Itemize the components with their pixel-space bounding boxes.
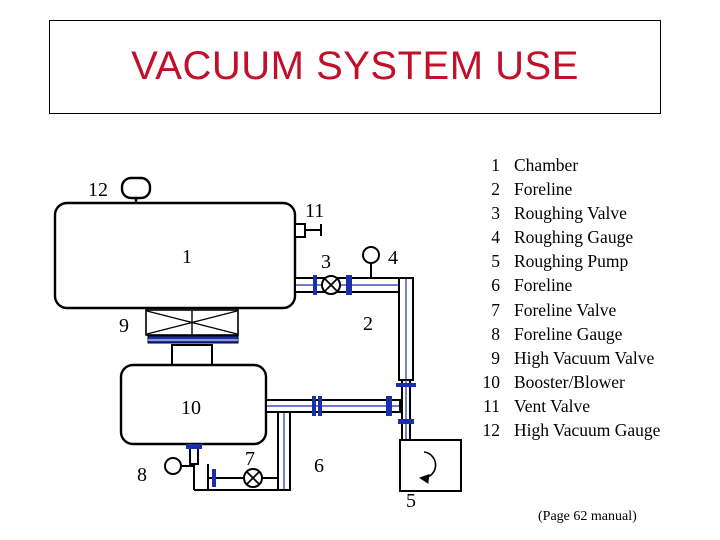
- foreline-pipe: [265, 396, 401, 491]
- title-box: VACUUM SYSTEM USE: [49, 20, 661, 114]
- callout-1: 1: [182, 246, 192, 268]
- callout-11: 11: [305, 200, 324, 222]
- vent-valve: [294, 223, 322, 238]
- callout-12: 12: [88, 179, 108, 201]
- foreline-valve: [243, 468, 263, 488]
- callout-3: 3: [321, 251, 331, 273]
- blower-foreline: [186, 443, 290, 491]
- callout-4: 4: [388, 247, 398, 269]
- chamber: [53, 201, 297, 310]
- callout-6: 6: [314, 455, 324, 477]
- callout-8: 8: [137, 464, 147, 486]
- foreline-gauge: [164, 457, 194, 475]
- footnote: (Page 62 manual): [538, 509, 637, 524]
- callout-9: 9: [119, 315, 129, 337]
- callout-5: 5: [406, 490, 416, 512]
- callout-2: 2: [363, 313, 373, 335]
- slide-title: VACUUM SYSTEM USE: [131, 43, 579, 88]
- roughing-valve: [321, 275, 341, 295]
- high-vacuum-gauge: [120, 176, 152, 203]
- roughing-pump: [399, 439, 462, 492]
- high-vacuum-valve: [145, 309, 239, 366]
- callout-7: 7: [245, 448, 255, 470]
- roughing-gauge: [362, 246, 380, 278]
- callout-10: 10: [181, 397, 201, 419]
